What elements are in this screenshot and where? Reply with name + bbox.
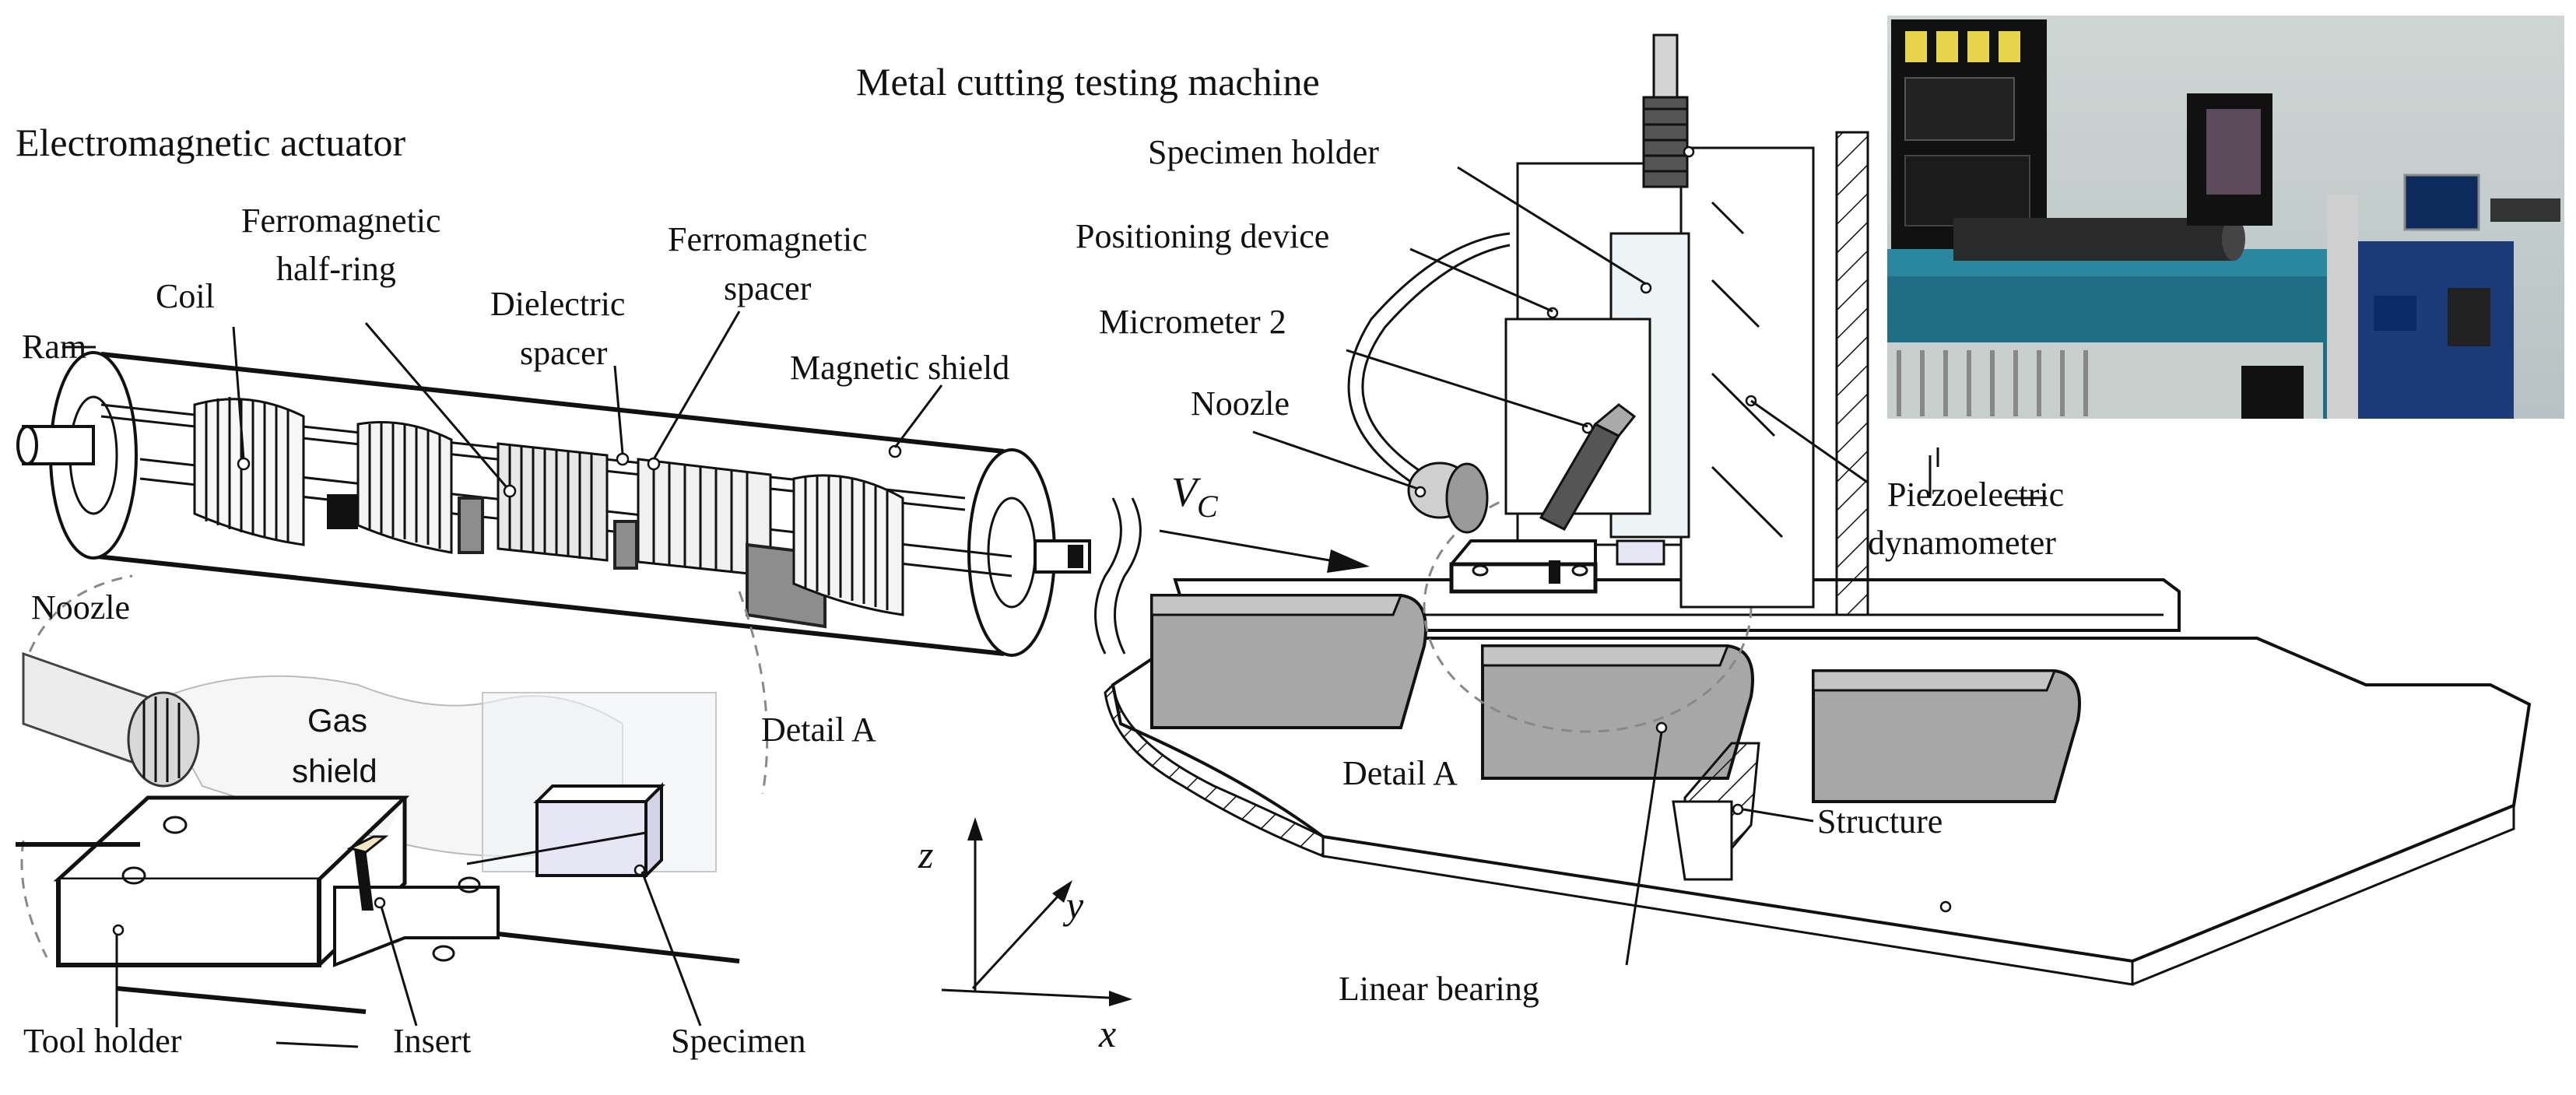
coil-label: Coil (156, 277, 215, 315)
detail-a-label-right: Detail A (1342, 754, 1458, 792)
z-axis-label: z (918, 833, 933, 876)
noozle-detail (22, 651, 200, 788)
micrometer-label: Micrometer 2 (1099, 303, 1286, 341)
specimen-block (533, 782, 665, 879)
micrometer-2 (1539, 403, 1637, 531)
velocity-label: VC (1171, 469, 1219, 524)
tool-holder-label: Tool holder (23, 1022, 182, 1060)
specimen-holder-label: Specimen holder (1148, 133, 1379, 171)
detail-a-label-left: Detail A (761, 711, 876, 749)
specimen-label: Specimen (671, 1022, 806, 1060)
machine-noozle-label: Noozle (1191, 384, 1290, 423)
actuator-title: Electromagnetic actuator (16, 121, 405, 164)
dielectric-label-1: Dielectric (490, 285, 625, 323)
machine-noozle (1347, 232, 1511, 534)
structure-support (1672, 742, 1760, 881)
ram-label: Ram (22, 328, 86, 366)
dielectric-label-2: spacer (520, 334, 608, 372)
dielectric-spacer (497, 442, 609, 562)
y-axis-label: y (1062, 883, 1084, 927)
x-axis-label: x (1098, 1012, 1116, 1055)
insert (333, 835, 500, 967)
positioning-device-label: Positioning device (1076, 217, 1329, 255)
ferro-spacer-label-2: spacer (724, 269, 812, 307)
gray-spacer (613, 520, 638, 570)
half-ring-label-1: Ferromagnetic (241, 202, 441, 240)
testing-machine (1094, 33, 2532, 986)
linear-bearing-2 (1481, 644, 1754, 780)
ferro-spacer-label-1: Ferromagnetic (668, 220, 868, 258)
gas-shield-label-2: shield (292, 753, 377, 789)
sliding-tool-holder (1449, 539, 1665, 594)
half-ring-label-2: half-ring (276, 250, 396, 288)
insert-label: Insert (393, 1022, 471, 1060)
machine-title: Metal cutting testing machine (856, 60, 1320, 104)
ferromagnetic-half-ring (327, 421, 453, 554)
piezo-label-2: dynamometer (1868, 524, 2056, 562)
machine-photo (1887, 16, 2564, 419)
coordinate-axes (941, 817, 1132, 1006)
positioning-device (1504, 307, 1651, 515)
magnetic-shield-label: Magnetic shield (790, 349, 1009, 387)
linear-bearing-label: Linear bearing (1339, 970, 1539, 1008)
micrometer-top (1642, 33, 1695, 188)
gas-shield-label-1: Gas (307, 702, 367, 739)
linear-bearing-3 (1812, 669, 2081, 803)
gray-spacer (458, 497, 484, 554)
actuator-assembly (16, 311, 1091, 657)
structure-label: Structure (1817, 802, 1943, 841)
right-coil (792, 474, 904, 616)
piezo-label-1: Piezoelectric (1887, 476, 2064, 514)
linear-bearing-1 (1150, 594, 1427, 729)
detail-noozle-label: Noozle (31, 588, 130, 626)
detail-a-view (16, 574, 769, 1048)
